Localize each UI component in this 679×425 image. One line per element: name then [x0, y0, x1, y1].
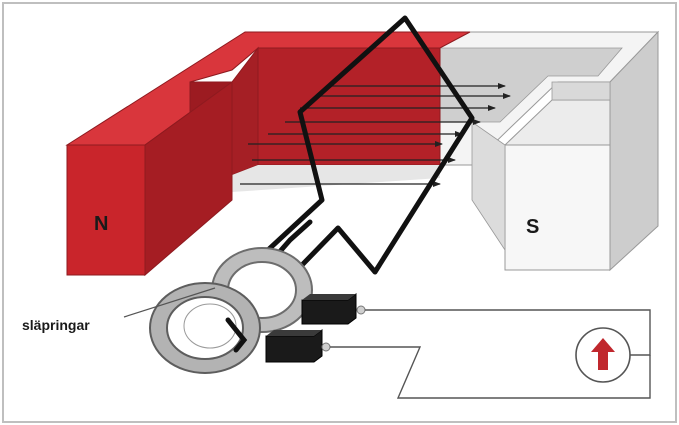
magnetic-field-lines — [240, 83, 511, 187]
meter — [575, 327, 631, 383]
brushes — [265, 293, 366, 363]
external-circuit — [330, 309, 651, 399]
north-pole-label: N — [94, 213, 108, 235]
south-pole-label: S — [526, 216, 539, 238]
slip-rings-pointer — [123, 287, 216, 318]
brush-upper — [301, 293, 366, 325]
north-magnet — [65, 31, 471, 277]
slip-rings — [149, 247, 313, 374]
south-magnet — [439, 30, 660, 272]
slip-rings-label: släpringar — [22, 317, 90, 333]
brush-lower — [265, 329, 331, 363]
upward-arrow-meter-icon — [591, 338, 615, 370]
